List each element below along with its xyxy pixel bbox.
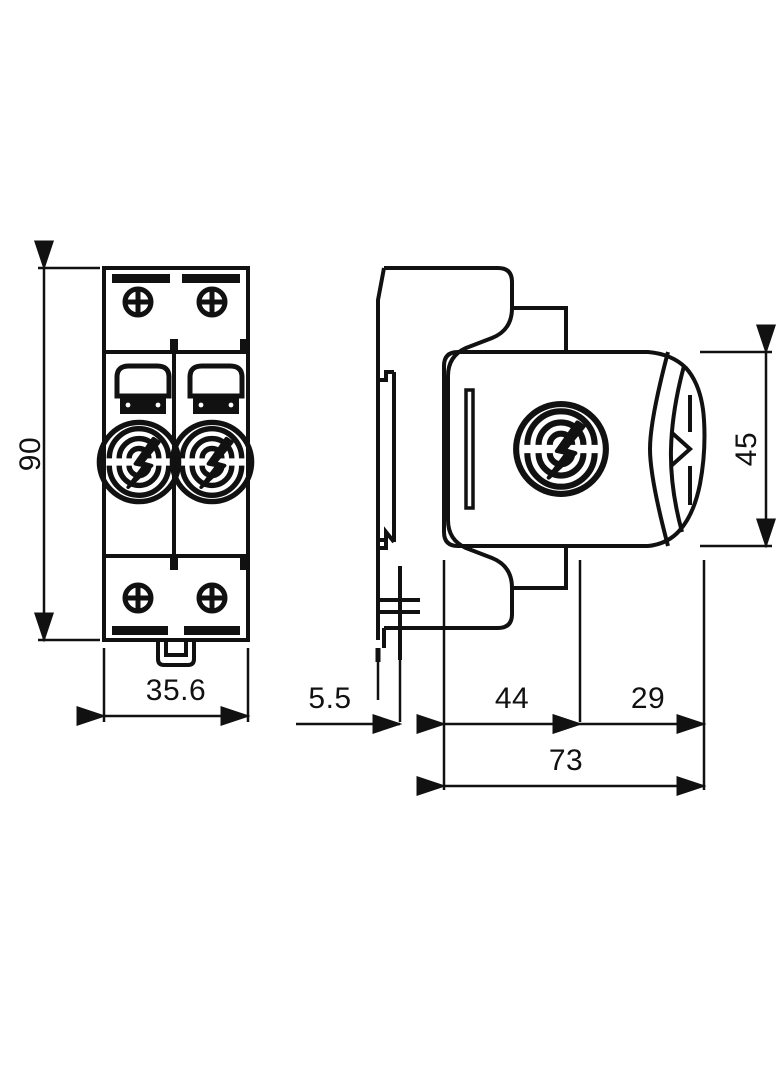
front-view-dimensions: 90 35.6 — [14, 240, 251, 726]
terminal-screw-bottom-right — [199, 585, 225, 611]
dim-label-29: 29 — [631, 682, 665, 715]
din-rail-release-clip — [156, 640, 196, 667]
dim-label-90: 90 — [14, 437, 47, 471]
module-body-outline — [458, 350, 707, 548]
housing-top-step — [512, 306, 568, 352]
clamp-hole-l1 — [125, 402, 131, 408]
divider-tab-center-bottom — [170, 556, 178, 570]
status-indicator-window — [464, 388, 475, 510]
top-slot-right — [182, 274, 240, 283]
terminal-screw-top-left — [125, 289, 151, 315]
module-clamp-left — [120, 397, 166, 414]
bracket-back-lower — [376, 380, 396, 544]
bracket-foot — [376, 548, 386, 648]
din-rail-hook-profile — [384, 266, 514, 630]
divider-tab-center-top — [170, 339, 178, 353]
bracket-back-upper — [376, 267, 394, 382]
module-clamp-right — [193, 397, 239, 414]
terminal-screw-top-right — [199, 289, 225, 315]
front-view — [99, 266, 251, 667]
clamp-hole-l2 — [155, 402, 161, 408]
module-handle-left — [114, 363, 172, 399]
clamp-hole-r2 — [228, 402, 234, 408]
terminal-screw-bottom-left — [125, 585, 151, 611]
housing-bottom-step — [512, 546, 568, 590]
protection-module-right — [172, 363, 251, 502]
surge-arrester-icon — [516, 404, 606, 494]
bottom-slot-left — [112, 626, 168, 635]
dim-label-55: 5.5 — [308, 682, 351, 715]
surge-arrester-icon — [172, 422, 251, 501]
dim-label-73: 73 — [549, 744, 583, 777]
side-view-dimensions: 45 5.5 44 29 73 — [296, 324, 776, 796]
dim-label-45: 45 — [730, 432, 763, 466]
din-rail-clip-inner — [164, 640, 188, 657]
dim-label-44: 44 — [495, 682, 529, 715]
bottom-slot-right — [184, 626, 240, 635]
surge-arrester-icon — [99, 422, 178, 501]
clamp-hole-r1 — [198, 402, 204, 408]
front-cap-seam — [647, 351, 670, 547]
module-body-rear — [442, 350, 459, 548]
top-slot-left — [112, 274, 170, 283]
module-handle-right — [187, 363, 245, 399]
housing-outline — [102, 266, 250, 642]
front-cap-seam-inner — [668, 365, 686, 533]
divider-tab-right-top — [240, 339, 248, 353]
protection-module-left — [99, 363, 178, 502]
front-cap-notch — [669, 430, 693, 468]
divider-tab-right-bottom — [240, 556, 248, 570]
side-view — [376, 266, 707, 660]
bracket-notch — [376, 540, 388, 550]
dim-label-356: 35.6 — [146, 674, 206, 707]
